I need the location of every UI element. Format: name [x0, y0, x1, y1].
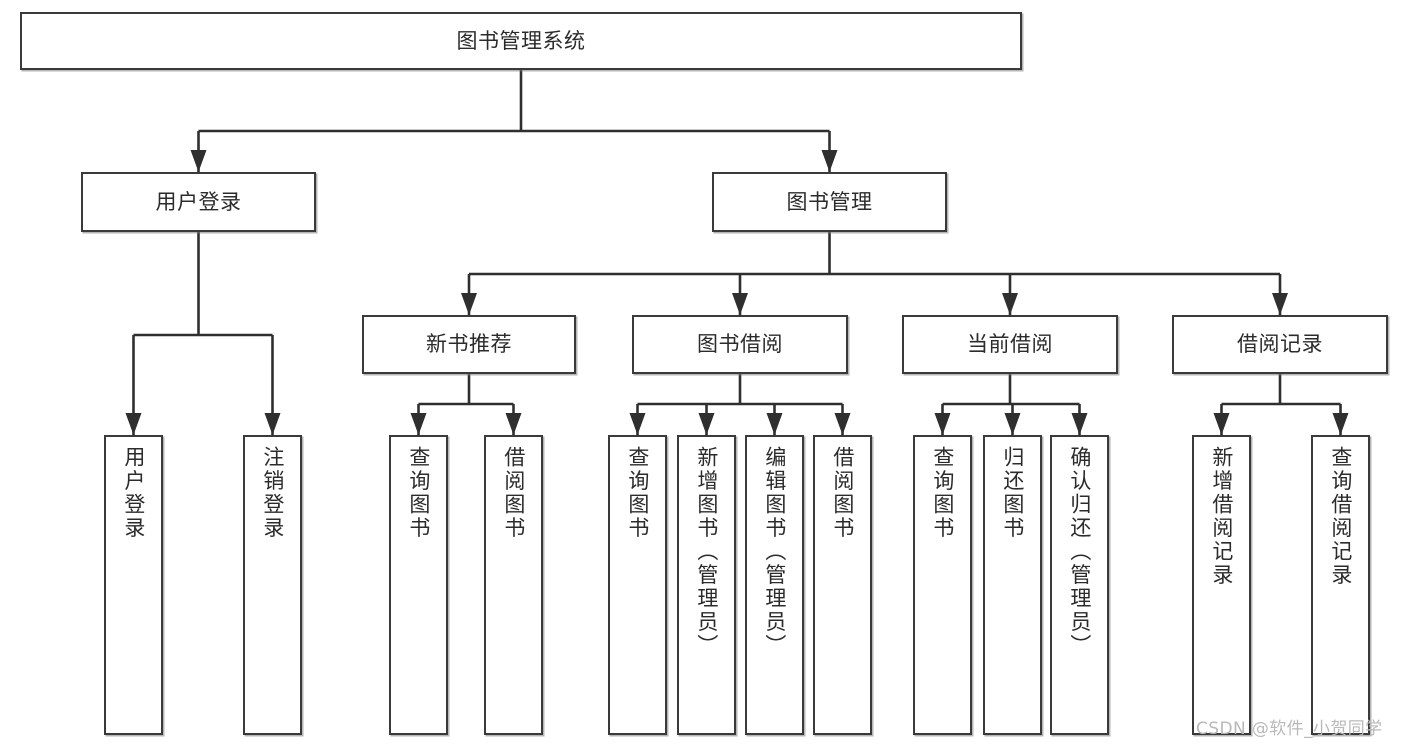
- arrowhead-current-borrow: [1002, 293, 1018, 315]
- node-label-leaf-confirm-return: 确认归还（管理员）: [1067, 446, 1092, 658]
- node-leaf-query-book-1[interactable]: 查询图书: [389, 435, 448, 735]
- node-leaf-borrow-book-1[interactable]: 借阅图书: [484, 435, 543, 735]
- arrowhead-leaf-return-book: [1004, 413, 1021, 435]
- node-label-leaf-query-record: 查询借阅记录: [1328, 446, 1353, 587]
- node-label-leaf-return-book: 归还图书: [1000, 446, 1025, 540]
- node-leaf-confirm-return[interactable]: 确认归还（管理员）: [1050, 435, 1109, 735]
- arrowhead-book-manage: [821, 150, 838, 172]
- node-label-new-book-recommend: 新书推荐: [426, 332, 512, 357]
- node-leaf-add-record[interactable]: 新增借阅记录: [1192, 435, 1251, 735]
- arrowhead-leaf-borrow-book-2: [834, 413, 851, 435]
- arrowhead-leaf-query-book-2: [629, 413, 646, 435]
- node-borrow-record[interactable]: 借阅记录: [1172, 315, 1388, 374]
- node-leaf-edit-book[interactable]: 编辑图书（管理员）: [745, 435, 804, 735]
- node-label-leaf-logout: 注销登录: [260, 446, 285, 540]
- node-current-borrow[interactable]: 当前借阅: [902, 315, 1118, 374]
- arrowhead-leaf-confirm-return: [1071, 413, 1088, 435]
- arrowhead-book-borrow: [732, 293, 748, 315]
- node-label-leaf-add-book: 新增图书（管理员）: [694, 446, 719, 658]
- node-label-leaf-user-login: 用户登录: [121, 446, 146, 540]
- node-label-leaf-borrow-book-2: 借阅图书: [830, 446, 855, 540]
- node-label-leaf-query-book-3: 查询图书: [930, 446, 955, 540]
- node-label-leaf-query-book-2: 查询图书: [625, 446, 650, 540]
- node-leaf-query-book-2[interactable]: 查询图书: [608, 435, 667, 735]
- node-leaf-add-book[interactable]: 新增图书（管理员）: [677, 435, 736, 735]
- node-leaf-return-book[interactable]: 归还图书: [983, 435, 1042, 735]
- arrowhead-leaf-edit-book: [766, 413, 783, 435]
- node-leaf-user-login[interactable]: 用户登录: [104, 435, 163, 735]
- arrowhead-borrow-record: [1272, 293, 1288, 315]
- node-book-manage[interactable]: 图书管理: [712, 172, 947, 232]
- arrowhead-leaf-add-book: [698, 413, 715, 435]
- node-book-borrow[interactable]: 图书借阅: [632, 315, 848, 374]
- arrowhead-leaf-borrow-book-1: [505, 413, 522, 435]
- arrowhead-leaf-add-record: [1213, 413, 1230, 435]
- node-leaf-query-record[interactable]: 查询借阅记录: [1311, 435, 1370, 735]
- arrowhead-user-login: [190, 150, 207, 172]
- node-leaf-logout[interactable]: 注销登录: [243, 435, 302, 735]
- arrowhead-leaf-query-book-3: [934, 413, 951, 435]
- node-root[interactable]: 图书管理系统: [20, 12, 1022, 70]
- node-label-book-borrow: 图书借阅: [697, 332, 783, 357]
- node-label-book-manage: 图书管理: [786, 189, 873, 214]
- node-label-user-login: 用户登录: [155, 189, 242, 214]
- node-user-login[interactable]: 用户登录: [81, 172, 316, 232]
- node-leaf-query-book-3[interactable]: 查询图书: [913, 435, 972, 735]
- node-label-leaf-edit-book: 编辑图书（管理员）: [762, 446, 787, 658]
- node-label-root: 图书管理系统: [456, 28, 586, 53]
- node-leaf-borrow-book-2[interactable]: 借阅图书: [813, 435, 872, 735]
- node-label-leaf-borrow-book-1: 借阅图书: [501, 446, 526, 540]
- arrowhead-leaf-user-login: [125, 413, 142, 435]
- node-label-leaf-query-book-1: 查询图书: [406, 446, 431, 540]
- node-label-current-borrow: 当前借阅: [967, 332, 1053, 357]
- arrowhead-new-book-recommend: [461, 293, 477, 315]
- arrowhead-leaf-query-book-1: [410, 413, 427, 435]
- node-label-leaf-add-record: 新增借阅记录: [1209, 446, 1234, 587]
- node-label-borrow-record: 借阅记录: [1237, 332, 1323, 357]
- node-new-book-recommend[interactable]: 新书推荐: [362, 315, 576, 374]
- arrowhead-leaf-query-record: [1332, 413, 1349, 435]
- arrowhead-leaf-logout: [264, 413, 281, 435]
